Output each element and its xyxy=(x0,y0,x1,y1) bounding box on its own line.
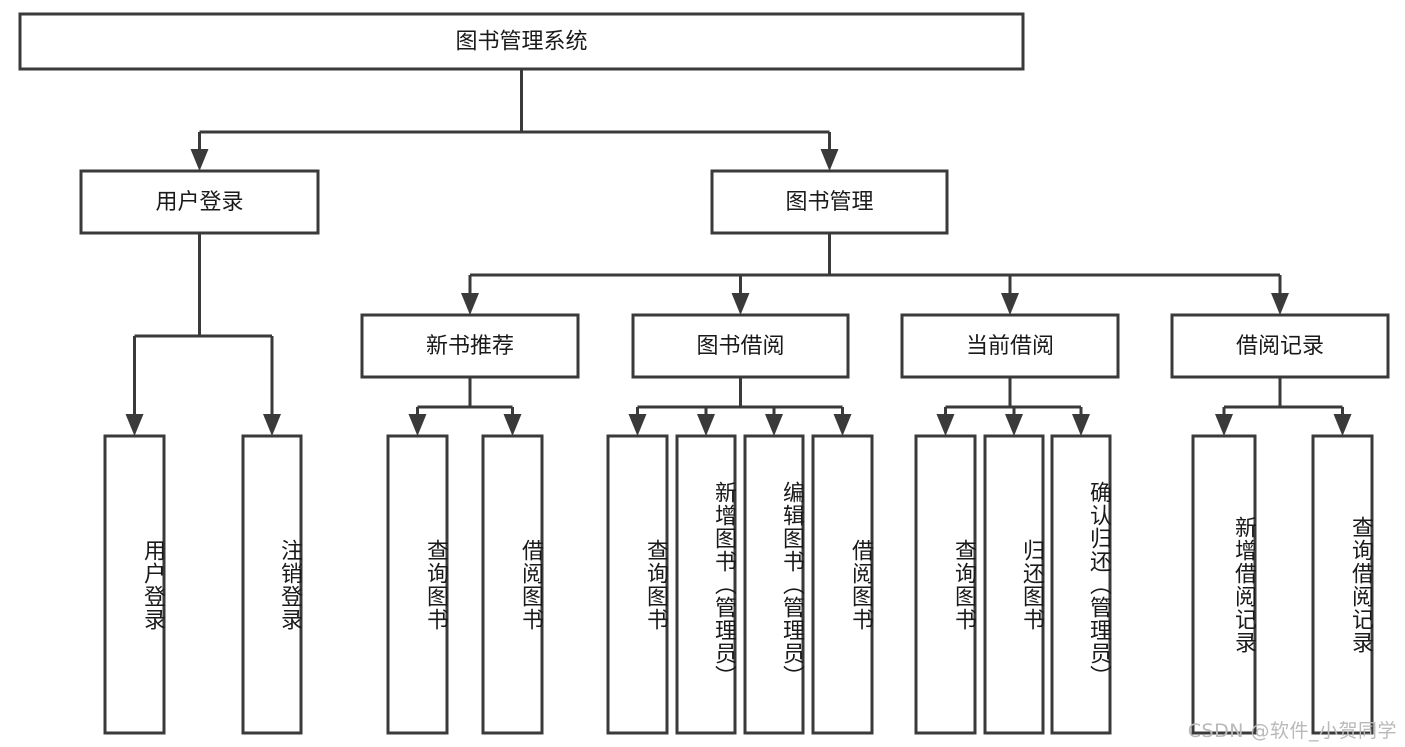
node-l2-label-user-login: 用户登录 xyxy=(155,190,243,215)
arrow-head-icon xyxy=(1072,414,1090,436)
node-l3-box-new-book-rec[interactable] xyxy=(360,313,580,379)
arrow-head-icon xyxy=(936,414,955,436)
arrow-head-icon xyxy=(697,414,715,436)
node-l3-label-book-borrow: 图书借阅 xyxy=(696,334,784,359)
arrow-head-icon xyxy=(765,414,783,436)
arrow-head-icon xyxy=(125,414,144,436)
arrow-head-icon xyxy=(1005,414,1023,436)
arrow-head-icon xyxy=(1333,414,1352,436)
arrow-head-icon xyxy=(731,293,750,315)
leaf-box-leaf-borrow-book-1[interactable] xyxy=(481,434,544,735)
leaf-box-leaf-user-login[interactable] xyxy=(103,434,166,735)
node-l3-box-current-borrow[interactable] xyxy=(900,313,1120,379)
node-l3-box-borrow-record[interactable] xyxy=(1170,313,1390,379)
arrow-head-icon xyxy=(833,414,852,436)
arrow-head-icon xyxy=(820,149,839,171)
watermark-text: CSDN @软件_小贺同学 xyxy=(1187,720,1397,742)
node-box-layer xyxy=(18,12,1390,735)
leaf-box-leaf-borrow-book-2[interactable] xyxy=(811,434,874,735)
leaf-box-leaf-logout[interactable] xyxy=(241,434,303,735)
arrow-head-icon xyxy=(408,414,427,436)
leaf-box-leaf-query-book-1[interactable] xyxy=(386,434,449,735)
leaf-box-leaf-edit-book[interactable] xyxy=(743,434,805,735)
arrow-head-icon xyxy=(263,414,281,436)
leaf-box-leaf-confirm-return[interactable] xyxy=(1050,434,1112,735)
node-l2-box-book-manage[interactable] xyxy=(710,169,949,235)
node-root-label: 图书管理系统 xyxy=(455,30,587,55)
arrow-head-icon xyxy=(461,293,479,315)
node-l3-label-new-book-rec: 新书推荐 xyxy=(426,334,514,359)
node-l3-label-current-borrow: 当前借阅 xyxy=(966,334,1054,359)
arrow-head-icon xyxy=(190,149,209,171)
leaf-box-leaf-add-book[interactable] xyxy=(675,434,737,735)
leaf-box-leaf-query-book-3[interactable] xyxy=(914,434,977,735)
node-l2-label-book-manage: 图书管理 xyxy=(785,190,873,215)
arrow-head-icon xyxy=(1271,293,1289,315)
leaf-box-leaf-query-record[interactable] xyxy=(1311,434,1374,735)
leaf-box-leaf-query-book-2[interactable] xyxy=(606,434,669,735)
arrow-head-icon xyxy=(503,414,522,436)
leaf-box-leaf-return-book[interactable] xyxy=(983,434,1045,735)
arrow-head-icon xyxy=(628,414,647,436)
node-l2-box-user-login[interactable] xyxy=(79,169,320,235)
node-l3-label-borrow-record: 借阅记录 xyxy=(1236,334,1324,359)
arrow-head-icon xyxy=(1001,293,1019,315)
connector-layer xyxy=(125,69,1352,436)
leaf-box-leaf-add-record[interactable] xyxy=(1191,434,1257,735)
node-root-box[interactable] xyxy=(18,12,1025,71)
node-l3-box-book-borrow[interactable] xyxy=(631,313,850,379)
arrow-head-icon xyxy=(1215,414,1233,436)
